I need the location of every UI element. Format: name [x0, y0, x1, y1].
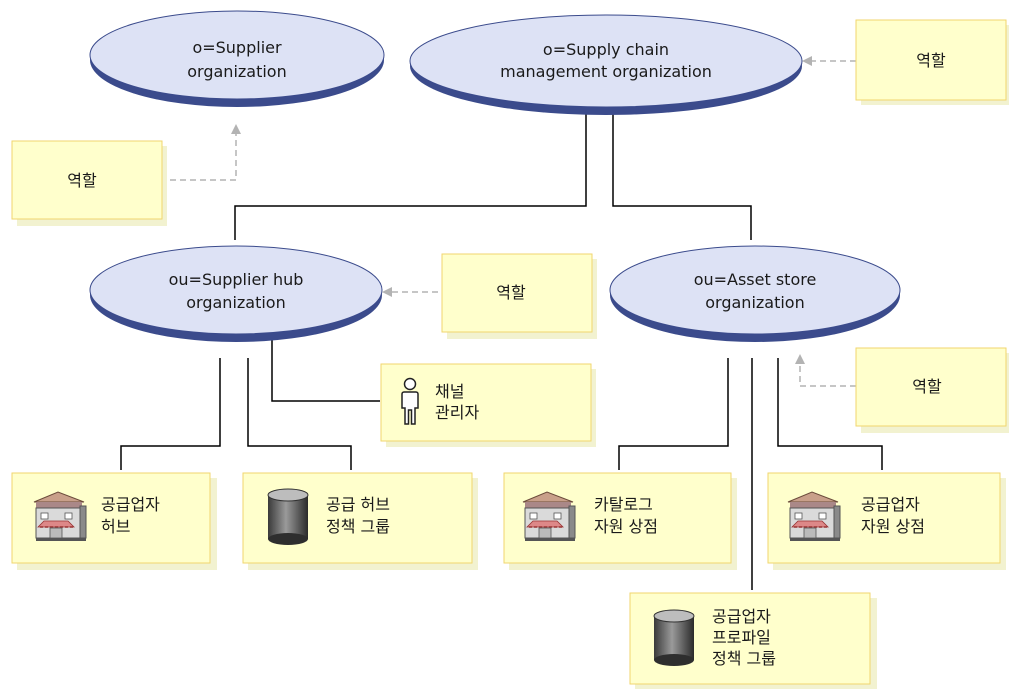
entity-channel-manager: 채널 관리자 [380, 363, 596, 447]
entity-supplier-asset-store: 공급업자 자원 상점 [767, 472, 1006, 570]
supplier-asset-store-line2: 자원 상점 [861, 517, 925, 536]
role-note-middle: 역할 [441, 253, 597, 339]
supplier-hub-line2: 허브 [101, 517, 130, 536]
database-icon [267, 488, 309, 546]
store-icon [787, 491, 841, 542]
supplier-profile-policy-line1: 공급업자 [712, 607, 771, 626]
supplier-profile-policy-line2: 프로파일 [712, 628, 771, 647]
store-icon [33, 491, 87, 542]
role-label-top-right: 역할 [916, 51, 946, 70]
role-arrow-left [170, 124, 241, 181]
org-scm: o=Supply chain management organization [409, 14, 803, 115]
org-supplier-line2: organization [187, 62, 286, 81]
role-label-right-lower: 역할 [912, 377, 942, 396]
connector-hub-to-supplier-hub-store [120, 358, 221, 470]
org-supplier-hub: ou=Supplier hub organization [89, 245, 383, 342]
role-arrows [170, 56, 856, 387]
org-scm-line2: management organization [500, 62, 712, 81]
org-supplier-hub-line1: ou=Supplier hub [169, 270, 304, 289]
role-label-left: 역할 [67, 171, 97, 190]
catalog-asset-store-line2: 자원 상점 [594, 517, 658, 536]
role-note-top-right: 역할 [855, 19, 1009, 105]
org-asset-store-line2: organization [705, 293, 804, 312]
hub-policy-group-line2: 정책 그룹 [326, 517, 390, 536]
connector-scm-to-supplier-hub [234, 112, 587, 240]
supplier-asset-store-line1: 공급업자 [861, 495, 920, 514]
entity-hub-policy-group: 공급 허브 정책 그룹 [242, 472, 478, 570]
role-arrow-right-lower [795, 354, 856, 387]
database-icon [653, 609, 695, 667]
org-asset-store-line1: ou=Asset store [694, 270, 817, 289]
connector-asset-to-catalog-store [618, 358, 729, 470]
catalog-asset-store-line1: 카탈로그 [594, 495, 653, 514]
connector-hub-to-channel-manager [271, 340, 380, 402]
role-label-middle: 역할 [496, 283, 526, 302]
connector-lines [120, 112, 883, 590]
org-supplier-hub-line2: organization [186, 293, 285, 312]
org-scm-line1: o=Supply chain [543, 40, 669, 59]
org-supplier: o=Supplier organization [89, 10, 385, 107]
entity-supplier-hub: 공급업자 허브 [11, 472, 217, 570]
hub-policy-group-line1: 공급 허브 [326, 495, 390, 514]
connector-scm-to-asset-store [612, 112, 752, 240]
connector-asset-to-supplier-store [777, 358, 883, 470]
channel-manager-line2: 관리자 [435, 403, 479, 422]
channel-manager-line1: 채널 [435, 382, 464, 401]
entity-catalog-asset-store: 카탈로그 자원 상점 [503, 472, 737, 570]
connector-hub-to-policy-group [247, 358, 352, 470]
store-icon [522, 491, 576, 542]
org-asset-store: ou=Asset store organization [609, 245, 901, 342]
org-supplier-line1: o=Supplier [192, 38, 282, 57]
entity-supplier-profile-policy: 공급업자 프로파일 정책 그룹 [629, 592, 877, 689]
supplier-profile-policy-line3: 정책 그룹 [712, 649, 776, 668]
role-note-left: 역할 [11, 140, 167, 226]
supplier-hub-line1: 공급업자 [101, 495, 160, 514]
role-note-right-lower: 역할 [855, 347, 1009, 433]
